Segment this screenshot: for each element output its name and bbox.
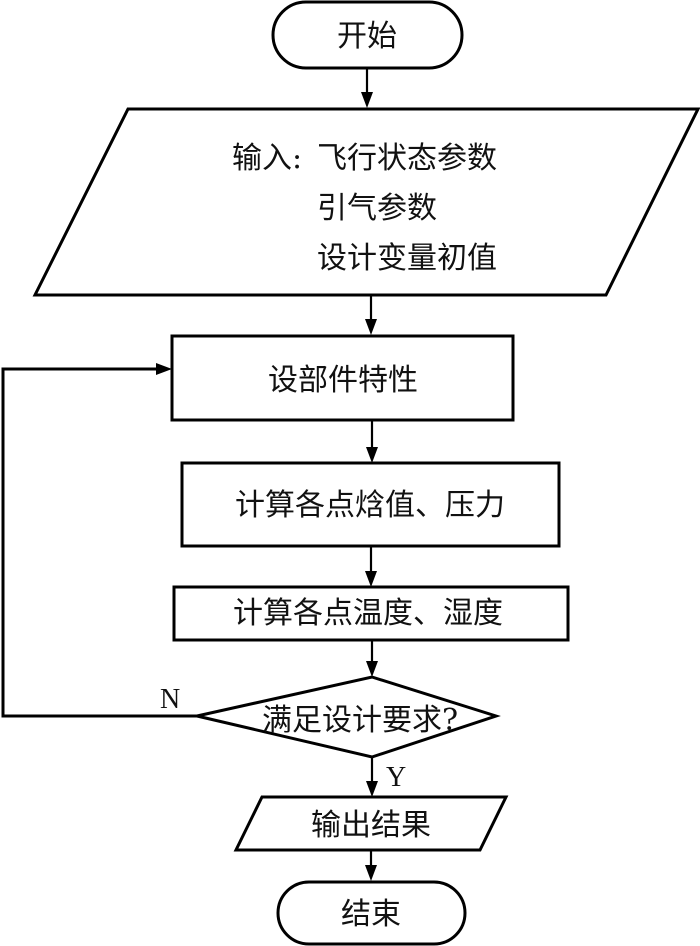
arrow-down-icon xyxy=(361,92,373,108)
set-components-label: 设部件特性 xyxy=(268,363,418,398)
edge-temp-decision xyxy=(366,640,378,677)
arrow-down-icon xyxy=(366,447,378,463)
decision-node: 满足设计要求? xyxy=(196,675,501,759)
end-node: 结束 xyxy=(276,880,467,946)
yes-branch-label: Y xyxy=(386,762,406,793)
output-node: 输出结果 xyxy=(233,795,509,852)
output-parallelogram-shape xyxy=(233,795,509,852)
set-components-node: 设部件特性 xyxy=(170,334,515,422)
edge-yes: Y xyxy=(366,757,406,797)
arrow-down-icon xyxy=(366,781,378,797)
loop-connector-line xyxy=(1,367,197,718)
edge-enthalpy-temp xyxy=(365,546,377,587)
edge-no-loop: N xyxy=(1,363,197,718)
input-prefix: 输入: xyxy=(232,141,302,176)
arrow-down-icon xyxy=(365,319,377,335)
process-box-shape xyxy=(180,461,561,548)
end-label: 结束 xyxy=(341,897,401,932)
calc-enthalpy-label: 计算各点焓值、压力 xyxy=(235,488,505,523)
edge-output-end xyxy=(365,850,377,881)
calc-temp-node: 计算各点温度、湿度 xyxy=(172,585,570,642)
output-label: 输出结果 xyxy=(311,808,431,843)
no-branch-label: N xyxy=(160,684,180,715)
process-box-shape xyxy=(170,334,515,422)
end-terminator-shape xyxy=(276,880,467,946)
start-label: 开始 xyxy=(337,19,397,54)
input-line-1: 飞行状态参数 xyxy=(317,141,497,176)
arrow-down-icon xyxy=(365,571,377,587)
arrow-down-icon xyxy=(366,661,378,677)
input-line-2: 引气参数 xyxy=(317,191,437,226)
edge-setcomponents-enthalpy xyxy=(366,420,378,463)
calc-enthalpy-node: 计算各点焓值、压力 xyxy=(180,461,561,548)
start-node: 开始 xyxy=(271,0,464,70)
arrow-right-icon xyxy=(156,363,172,375)
decision-label: 满足设计要求? xyxy=(262,703,458,738)
calc-temp-label: 计算各点温度、湿度 xyxy=(233,596,503,631)
input-line-3: 设计变量初值 xyxy=(317,241,497,276)
input-node: 输入: 飞行状态参数 引气参数 设计变量初值 xyxy=(32,107,700,297)
input-parallelogram-shape xyxy=(32,107,700,297)
edge-start-input xyxy=(361,68,373,108)
process-box-shape xyxy=(172,585,570,642)
arrow-down-icon xyxy=(365,865,377,881)
edge-input-setcomponents xyxy=(365,295,377,335)
